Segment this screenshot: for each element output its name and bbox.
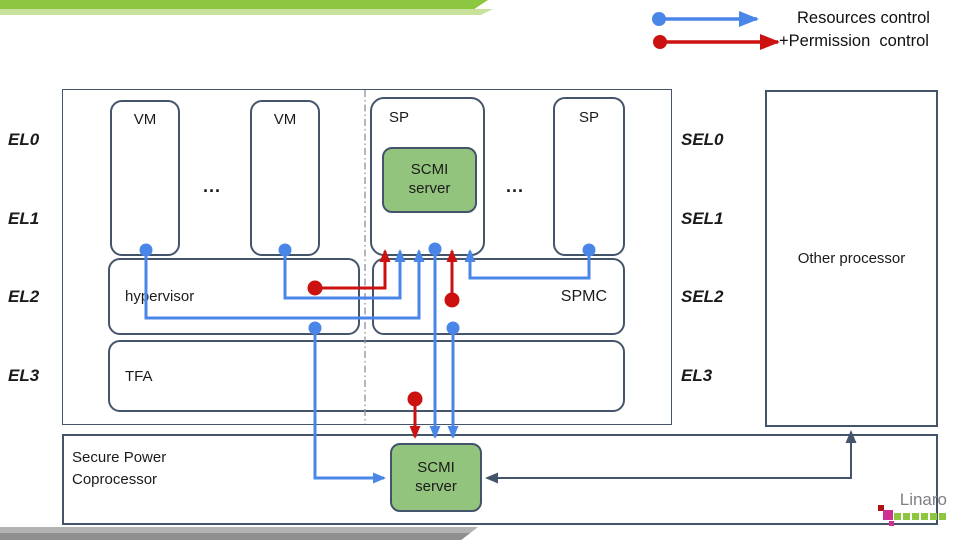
linaro-logo: Linaro [876, 490, 950, 530]
level-el0-label: EL0 [8, 130, 40, 149]
hypervisor-label: hypervisor [125, 288, 195, 305]
header-accent-bar-light [0, 9, 493, 15]
spmc-box: SPMC [372, 258, 625, 335]
header-accent-bar-dark [0, 0, 488, 9]
vm1-label: VM [133, 111, 157, 128]
level-sel0-label: SEL0 [681, 130, 724, 149]
legend-permission-dot [653, 35, 667, 49]
linaro-logo-square-icon [912, 513, 919, 520]
linaro-logo-sprite-icon [889, 521, 894, 526]
level-el1-label: EL1 [8, 209, 40, 228]
sp-ellipsis: ... [506, 176, 525, 196]
vm2-box: VM [250, 100, 320, 256]
sp2-label: SP [578, 109, 599, 126]
linaro-logo-square-icon [894, 513, 901, 520]
linaro-logo-square-icon [921, 513, 928, 520]
vm1-box: VM [110, 100, 180, 256]
linaro-logo-text: Linaro [899, 490, 947, 509]
other-processor-label: Other processor [797, 250, 906, 267]
linaro-logo-sprite-icon [878, 505, 884, 511]
level-el3s-label: EL3 [681, 366, 713, 385]
legend-permission-label: +Permission control [779, 32, 929, 50]
sp2-box: SP [553, 97, 625, 256]
linaro-logo-sprite-icon [883, 510, 893, 520]
secure-power-coprocessor-label: Secure Power Coprocessor [72, 449, 167, 488]
secure-power-coprocessor-box: Secure Power Coprocessor [62, 434, 938, 525]
linaro-logo-square-icon [930, 513, 937, 520]
hypervisor-box: hypervisor [108, 258, 360, 335]
vm2-label: VM [273, 111, 297, 128]
level-sel2-label: SEL2 [681, 287, 724, 306]
scmi-server-top-label: SCMI server [408, 161, 451, 197]
footer-shadow-bar [0, 527, 478, 540]
spmc-label: SPMC [560, 287, 607, 305]
legend-resources-label: Resources control [797, 9, 930, 27]
level-el3-label: EL3 [8, 366, 40, 385]
tfa-label: TFA [125, 367, 153, 385]
scmi-server-top-box: SCMI server [382, 147, 477, 213]
scmi-server-bottom-box: SCMI server [390, 443, 482, 512]
sp1-label: SP [389, 109, 410, 126]
other-processor-box: Other processor [765, 90, 938, 427]
linaro-logo-square-icon [939, 513, 946, 520]
legend-resources-dot [652, 12, 666, 26]
level-el2-label: EL2 [8, 287, 40, 306]
linaro-logo-square-icon [903, 513, 910, 520]
tfa-box: TFA [108, 340, 625, 412]
scmi-server-bottom-label: SCMI server [415, 458, 457, 495]
level-sel1-label: SEL1 [681, 209, 724, 228]
vm-ellipsis: ... [203, 176, 222, 196]
